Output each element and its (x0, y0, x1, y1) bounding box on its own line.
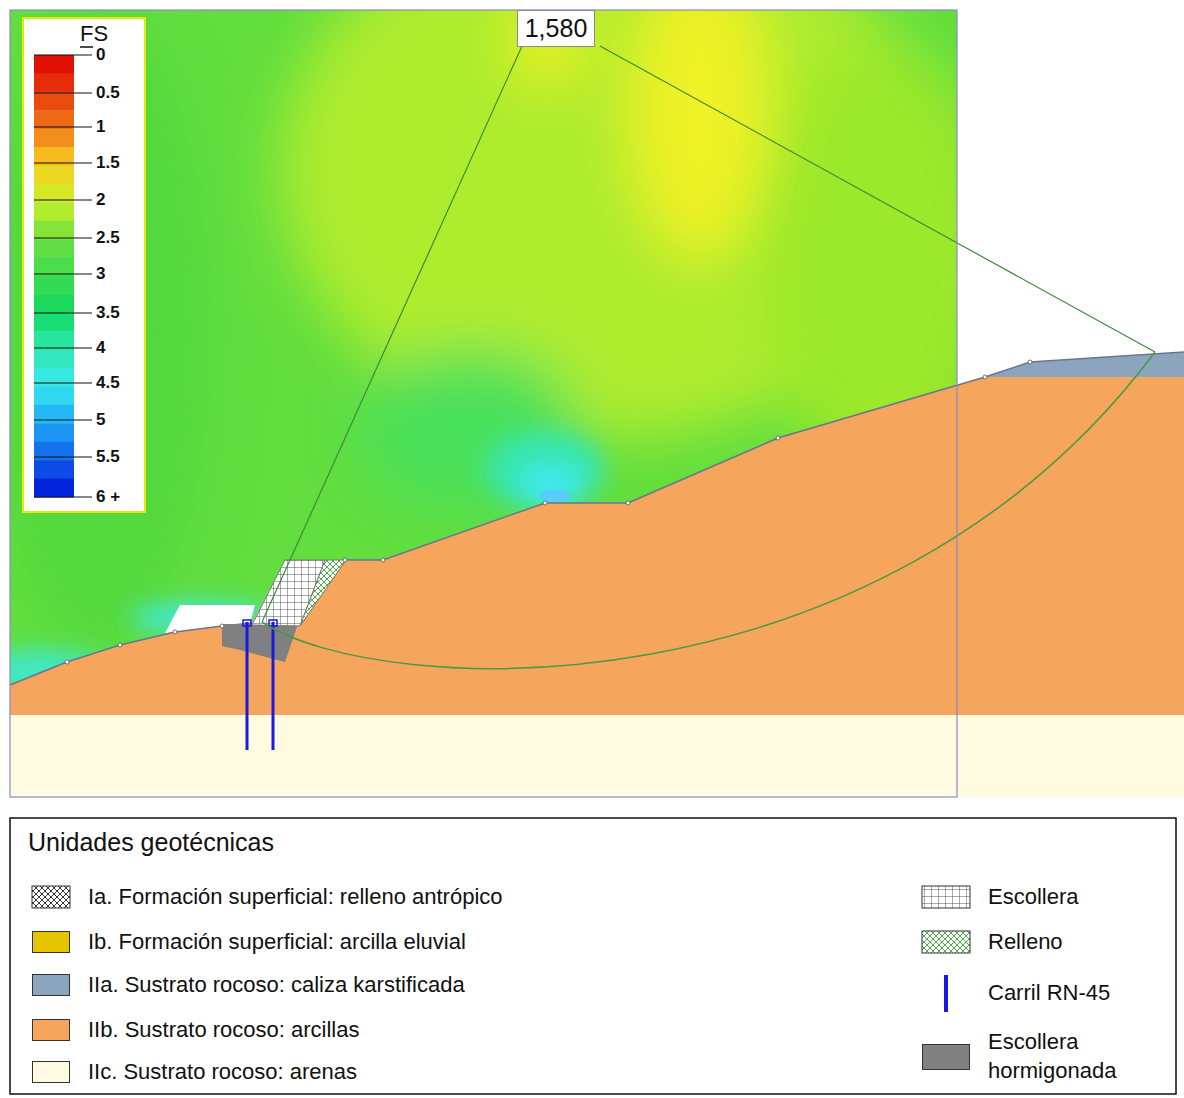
legend-fill (922, 931, 970, 953)
legend-text: Ia. Formación superficial: relleno antró… (88, 883, 503, 912)
legend-swatch (32, 974, 70, 996)
fs-result-box: 1,580 (517, 10, 596, 47)
limestone-layer (985, 352, 1184, 377)
fill-wedge (300, 560, 346, 626)
legend-text: Escollera hormigonada (988, 1028, 1163, 1085)
legend-swatch (922, 1044, 970, 1070)
clay-layer (10, 377, 1184, 715)
scale-tick-label: 0.5 (96, 83, 120, 103)
legend-swatch (32, 931, 70, 953)
scale-tick-label: 4 (96, 338, 105, 358)
legend-swatch (32, 1061, 70, 1083)
rail-pile (246, 622, 249, 750)
scale-tick-label: 1.5 (96, 153, 120, 173)
scale-title: FS (80, 21, 108, 47)
scale-tick-label: 1 (96, 117, 105, 137)
legend-riprap (922, 886, 970, 908)
scale-tick-label: 2.5 (96, 228, 120, 248)
rail-pile (272, 622, 275, 750)
concrete-riprap (222, 624, 298, 662)
fs-color-bar (34, 55, 92, 498)
legend-text: Escollera (988, 883, 1078, 912)
scale-tick-label: 4.5 (96, 373, 120, 393)
sand-layer (10, 715, 1184, 797)
legend-text: Relleno (988, 928, 1063, 957)
legend-text: IIa. Sustrato rocoso: caliza karstificad… (88, 971, 465, 1000)
legend-text: Carril RN-45 (988, 979, 1110, 1008)
scale-tick-label: 3 (96, 264, 105, 284)
legend-swatch (32, 1019, 70, 1041)
slip-circle (262, 352, 1155, 668)
scale-tick-label: 6 + (96, 487, 120, 507)
scale-tick-label: 2 (96, 190, 105, 210)
legend-title: Unidades geotécnicas (28, 828, 274, 857)
scale-tick-label: 3.5 (96, 303, 120, 323)
legend-rail (944, 975, 948, 1012)
legend-hatch (32, 886, 70, 908)
legend-box (10, 818, 1176, 1094)
scale-tick-label: 0 (96, 45, 105, 65)
fs-value: 1,580 (518, 11, 595, 46)
scale-tick-label: 5.5 (96, 447, 120, 467)
scale-tick-label: 5 (96, 410, 105, 430)
legend-text: Ib. Formación superficial: arcilla eluvi… (88, 928, 466, 957)
legend-text: IIb. Sustrato rocoso: arcillas (88, 1016, 359, 1045)
legend-text: IIc. Sustrato rocoso: arenas (88, 1058, 357, 1087)
fs-scale-panel (23, 18, 145, 512)
